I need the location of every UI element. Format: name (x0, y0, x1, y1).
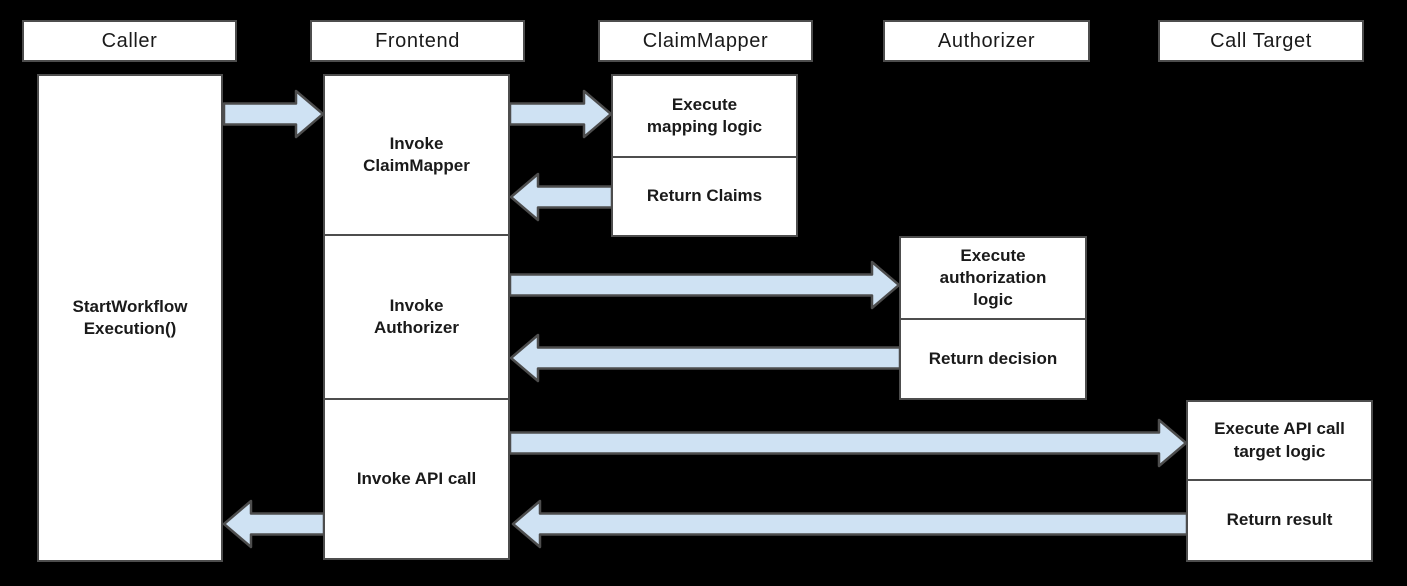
arrow-authorizer-to-frontend (509, 333, 901, 383)
calltarget-step-return: Return result (1188, 479, 1371, 560)
calltarget-step-label: Return result (1226, 510, 1333, 530)
activation-calltarget: Execute API call target logic Return res… (1186, 400, 1373, 562)
frontend-step-label: Invoke ClaimMapper (363, 133, 470, 175)
arrow-caller-to-frontend (223, 89, 325, 139)
activation-claimmapper: Execute mapping logic Return Claims (611, 74, 798, 237)
claimmapper-step-execute: Execute mapping logic (613, 76, 796, 156)
caller-activation-label: StartWorkflow Execution() (72, 296, 188, 338)
claimmapper-step-label: Execute mapping logic (646, 94, 763, 136)
lifeline-header-claimmapper: ClaimMapper (598, 20, 813, 62)
authorizer-step-execute: Execute authorization logic (901, 238, 1085, 318)
arrow-claimmapper-to-frontend (509, 172, 613, 222)
claimmapper-step-return: Return Claims (613, 156, 796, 235)
frontend-step-invoke-claimmapper: Invoke ClaimMapper (325, 76, 508, 234)
authorizer-step-label: Execute authorization logic (939, 245, 1047, 310)
activation-frontend: Invoke ClaimMapper Invoke Authorizer Inv… (323, 74, 510, 560)
arrow-frontend-to-calltarget (509, 418, 1188, 468)
authorizer-step-label: Return decision (928, 348, 1058, 368)
claimmapper-step-label: Return Claims (646, 186, 763, 206)
frontend-step-invoke-authorizer: Invoke Authorizer (325, 234, 508, 398)
authorizer-step-return: Return decision (901, 318, 1085, 398)
lifeline-header-calltarget: Call Target (1158, 20, 1364, 62)
frontend-step-label: Invoke Authorizer (374, 295, 459, 337)
activation-authorizer: Execute authorization logic Return decis… (899, 236, 1087, 400)
arrow-calltarget-to-frontend (511, 499, 1188, 549)
frontend-step-invoke-api-call: Invoke API call (325, 398, 508, 558)
activation-caller: StartWorkflow Execution() (37, 74, 223, 562)
calltarget-step-label: Execute API call target logic (1214, 419, 1345, 461)
arrow-frontend-to-authorizer (509, 260, 901, 310)
calltarget-step-execute: Execute API call target logic (1188, 402, 1371, 479)
lifeline-header-frontend: Frontend (310, 20, 525, 62)
frontend-step-label: Invoke API call (356, 468, 477, 488)
arrow-frontend-to-caller (222, 499, 325, 549)
arrow-frontend-to-claimmapper (509, 89, 613, 139)
lifeline-header-caller: Caller (22, 20, 237, 62)
lifeline-header-authorizer: Authorizer (883, 20, 1090, 62)
